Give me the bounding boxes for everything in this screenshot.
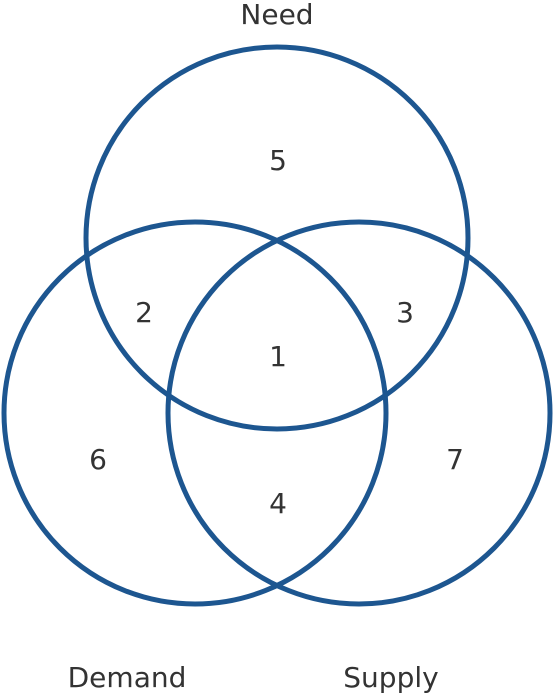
region-all-three: 1 (269, 340, 287, 373)
region-need-supply: 3 (396, 296, 414, 329)
demand-label: Demand (68, 661, 187, 694)
region-supply-only: 7 (446, 443, 464, 476)
supply-circle (165, 219, 553, 607)
demand-circle (1, 219, 389, 607)
need-label: Need (240, 0, 313, 31)
region-need-demand: 2 (135, 296, 153, 329)
region-need-only: 5 (269, 144, 287, 177)
region-demand-supply: 4 (269, 487, 287, 520)
region-demand-only: 6 (89, 443, 107, 476)
need-circle (83, 44, 471, 432)
supply-label: Supply (343, 661, 438, 694)
